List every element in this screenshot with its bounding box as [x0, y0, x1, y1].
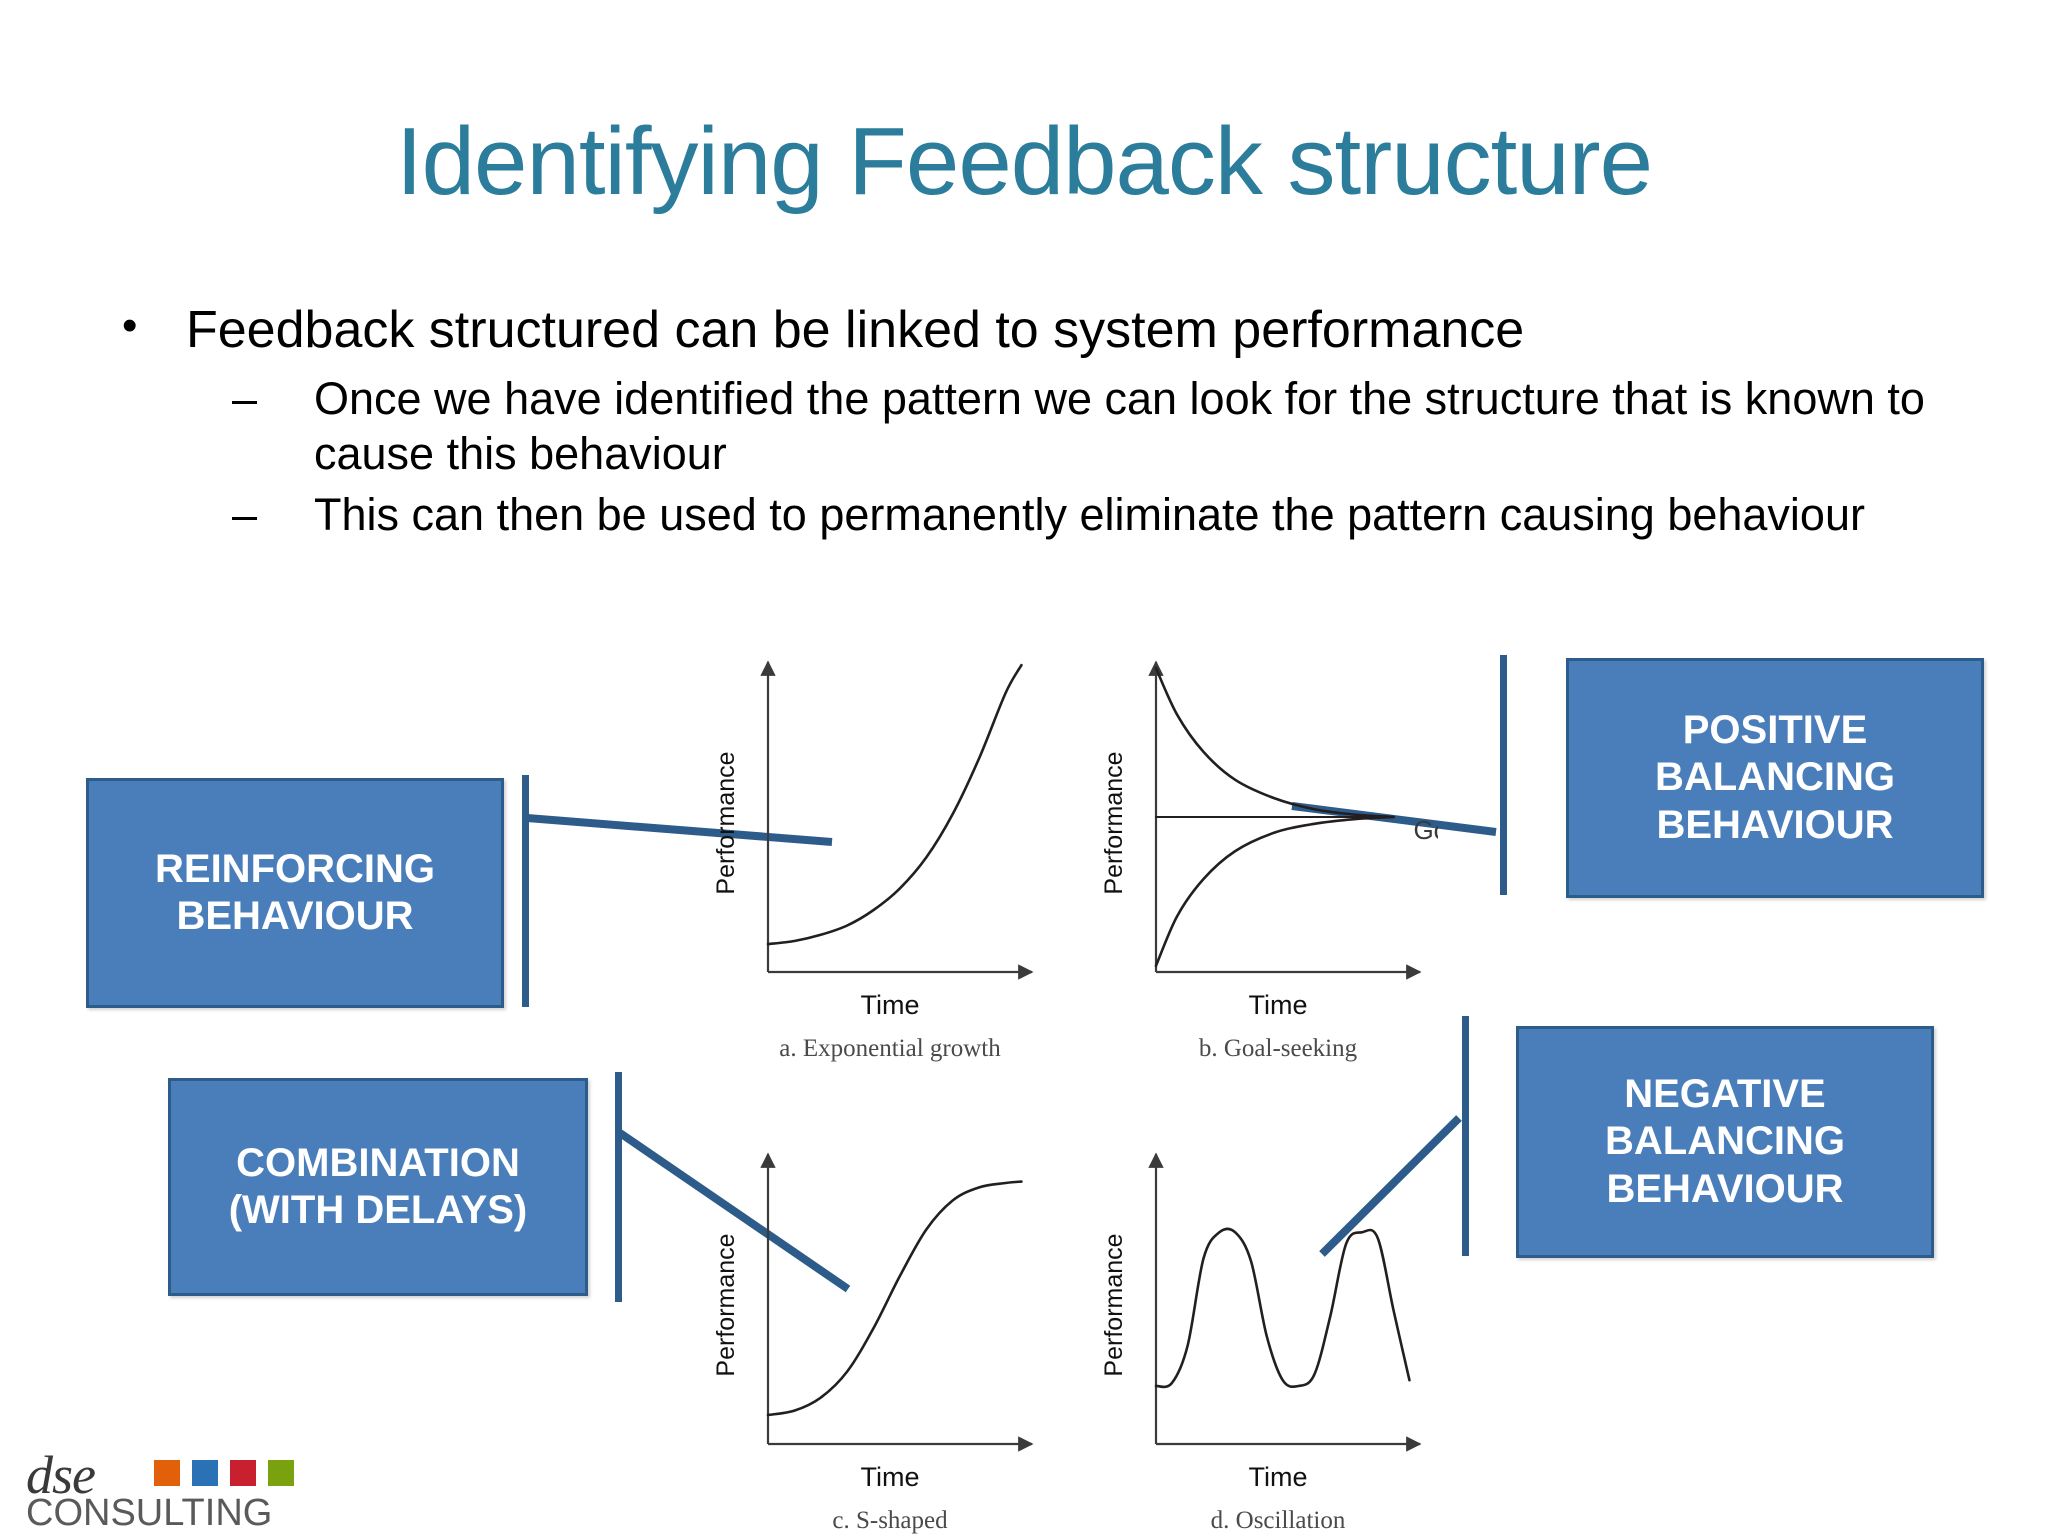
- bullet-level2-text: Once we have identified the pattern we c…: [314, 373, 1925, 480]
- y-axis-label: Performance: [1100, 751, 1128, 894]
- bullet-level1: • Feedback structured can be linked to s…: [104, 300, 1984, 360]
- bullet-marker-dash: –: [232, 373, 258, 425]
- label-box-line2: BALANCING: [1655, 755, 1895, 800]
- chart-caption: b. Goal-seeking: [1199, 1035, 1358, 1062]
- bullet-level2: – Once we have identified the pattern we…: [104, 372, 1984, 482]
- dse-consulting-logo: dse CONSULTING: [26, 1445, 294, 1534]
- series-main: [1154, 1227, 1411, 1389]
- logo-square-green: [268, 1460, 294, 1486]
- label-box-line2: BEHAVIOUR: [176, 894, 414, 938]
- logo-wordmark: dse: [26, 1445, 96, 1505]
- page-title: Identifying Feedback structure: [395, 108, 1653, 215]
- chart-caption: d. Oscillation: [1211, 1507, 1346, 1534]
- label-box-line3: BEHAVIOUR: [1606, 1166, 1844, 1211]
- bullet-marker-dot: •: [122, 301, 138, 350]
- series-main: [766, 663, 1023, 946]
- connector-bracket-positive: [1500, 655, 1507, 895]
- label-box-combination[interactable]: COMBINATION (WITH DELAYS): [168, 1078, 588, 1296]
- bullet-level2: – This can then be used to permanently e…: [104, 488, 1984, 543]
- label-box-line2: (WITH DELAYS): [228, 1188, 528, 1232]
- slide-body: • Feedback structured can be linked to s…: [104, 300, 1984, 549]
- label-box-line1: POSITIVE: [1682, 708, 1868, 753]
- logo-square-blue: [192, 1460, 218, 1486]
- connector-bracket-reinforcing: [522, 775, 529, 1007]
- x-axis-label: Time: [861, 1462, 920, 1492]
- label-box-line3: BEHAVIOUR: [1656, 802, 1894, 847]
- bullet-level1-text: Feedback structured can be linked to sys…: [186, 301, 1525, 359]
- x-axis-label: Time: [1249, 990, 1308, 1020]
- label-box-reinforcing[interactable]: REINFORCING BEHAVIOUR: [86, 778, 504, 1008]
- logo-square-red: [230, 1460, 256, 1486]
- label-box-line1: COMBINATION: [236, 1140, 520, 1185]
- x-axis-label: Time: [861, 990, 920, 1020]
- label-box-positive[interactable]: POSITIVE BALANCING BEHAVIOUR: [1566, 658, 1984, 898]
- label-box-line1: REINFORCING: [155, 846, 435, 891]
- chart-caption: a. Exponential growth: [779, 1035, 1001, 1062]
- chart-caption: c. S-shaped: [832, 1507, 948, 1534]
- label-box-negative[interactable]: NEGATIVE BALANCING BEHAVIOUR: [1516, 1026, 1934, 1258]
- connector-bracket-combination: [615, 1072, 622, 1302]
- logo-square-orange: [154, 1460, 180, 1486]
- logo-subtitle: CONSULTING: [26, 1492, 273, 1534]
- bullet-level2-text: This can then be used to permanently eli…: [314, 489, 1865, 541]
- label-box-line2: BALANCING: [1605, 1119, 1845, 1164]
- y-axis-label: Performance: [1100, 1233, 1128, 1376]
- y-axis-label: Performance: [712, 751, 740, 894]
- series-main: [766, 1180, 1023, 1417]
- series-approach-from-above: [1154, 666, 1395, 819]
- bullet-marker-dash: –: [232, 489, 258, 541]
- series-approach-from-below: [1154, 815, 1395, 968]
- label-box-line1: NEGATIVE: [1624, 1072, 1826, 1117]
- x-axis-label: Time: [1249, 1462, 1308, 1492]
- y-axis-label: Performance: [712, 1233, 740, 1376]
- annotation-goal: Goal: [1413, 815, 1438, 845]
- connector-bracket-negative: [1462, 1016, 1469, 1256]
